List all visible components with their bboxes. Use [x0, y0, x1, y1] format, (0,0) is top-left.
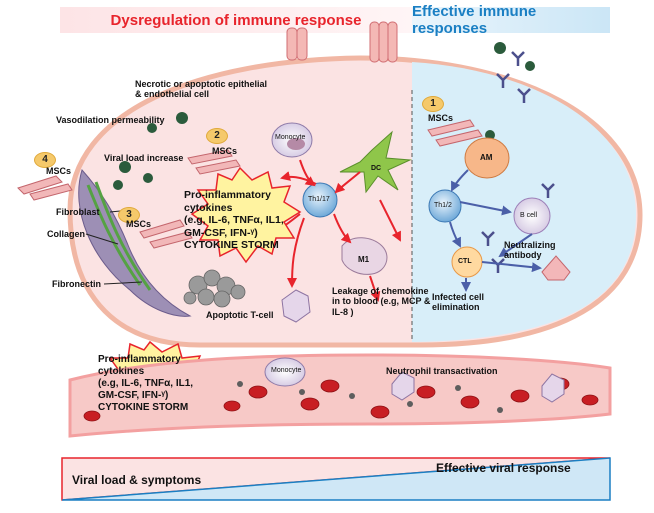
- label-dc: DC: [371, 165, 382, 172]
- label-neutralizing: Neutralizing antibody: [504, 240, 556, 261]
- label-m1: M1: [358, 255, 370, 264]
- msc-badge-4: 4: [34, 152, 56, 168]
- msc-label-2: MSCs: [212, 146, 238, 156]
- msc-label-1: MSCs: [428, 113, 454, 123]
- storm-vessel-line4: GM-CSF, IFN-ᵞ): [98, 390, 169, 401]
- label-vasodilation: Vasodilation permeability: [56, 115, 165, 125]
- label-th1-2: Th1/2: [434, 202, 452, 209]
- collagen-pointer: [85, 233, 119, 245]
- virus-particles: [113, 42, 535, 190]
- storm-vessel-line3: (e.g, IL-6, TNFα, IL1,: [98, 378, 194, 389]
- bottom-label-right: Effective viral response: [436, 461, 571, 475]
- msc-cell-1: [427, 119, 483, 147]
- storm-tissue-line2: cytokines: [184, 201, 233, 214]
- platelets: [237, 381, 503, 413]
- storm-tissue-text: Pro-inflammatory cytokines (e.g, IL-6, T…: [184, 189, 284, 252]
- header-left: Dysregulation of immune response: [110, 11, 362, 29]
- msc-badge-2: 2: [206, 128, 228, 144]
- label-apoptotic-tcell: Apoptotic T-cell: [206, 310, 274, 320]
- label-monocyte-vessel: Monocyte: [271, 367, 302, 374]
- storm-tissue-line4: GM-CSF, IFN-ᵞ): [184, 226, 258, 239]
- label-b-cell: B cell: [520, 212, 538, 219]
- label-viral-load: Viral load increase: [104, 153, 184, 163]
- storm-vessel-text: Pro-inflammatory cytokines (e.g, IL-6, T…: [98, 354, 193, 414]
- neutrophil-cells: [391, 371, 565, 403]
- label-collagen: Collagen: [47, 229, 86, 239]
- label-infected-elimination: Infected cell elimination: [432, 292, 485, 313]
- infected-cells-lower: [281, 289, 311, 323]
- label-am: AM: [480, 153, 493, 162]
- label-neutrophil: Neutrophil transactivation: [386, 366, 498, 376]
- label-fibroblast: Fibroblast: [56, 207, 100, 217]
- header-left-bg: [60, 7, 412, 33]
- epithelial-cells-top: [286, 21, 398, 63]
- infected-cell-right: [541, 255, 571, 281]
- storm-tissue-line5: CYTOKINE STORM: [184, 239, 279, 252]
- header-right-bg: [412, 7, 610, 33]
- msc-cell-4: [17, 175, 73, 201]
- m1-macrophage: [341, 237, 388, 275]
- label-ctl: CTL: [458, 258, 472, 265]
- monocyte-nucleus: [287, 138, 305, 150]
- am-cell: [464, 137, 510, 179]
- red-blood-cells: [83, 377, 599, 422]
- msc-cell-2: [187, 149, 241, 175]
- label-monocyte: Monocyte: [275, 134, 306, 141]
- monocyte-vessel-cell: [264, 357, 306, 387]
- header-right: Effective immune responses: [412, 3, 537, 37]
- blood-vessel: [68, 353, 612, 438]
- msc-label-3: MSCs: [126, 219, 152, 229]
- bottom-triangle-right: [61, 457, 611, 501]
- storm-vessel-line1: Pro-inflammatory: [98, 354, 181, 365]
- storm-tissue-line1: Pro-inflammatory: [184, 189, 271, 201]
- msc-label-4: MSCs: [46, 166, 72, 176]
- msc-badge-3: 3: [118, 207, 140, 223]
- storm-tissue-line3: (e.g, IL-6, TNFα, IL1,: [184, 214, 284, 227]
- th1-2-cell: [428, 189, 462, 223]
- label-th1-17: Th1/17: [308, 196, 330, 203]
- effective-arrows: [449, 169, 542, 292]
- label-necrotic: Necrotic or apoptotic epithelial & endot…: [135, 79, 268, 100]
- apoptotic-tcell-cluster: [183, 269, 246, 308]
- msc-cell-3: [139, 219, 193, 249]
- dendritic-cell: [339, 130, 412, 194]
- collagen-fibers: [86, 181, 152, 291]
- label-leakage: Leakage of chemokine in to blood (e.g, M…: [332, 286, 431, 317]
- storm-vessel-line5: CYTOKINE STORM: [98, 402, 189, 413]
- cytokine-storm-burst-tissue: [190, 166, 302, 264]
- label-fibronectin: Fibronectin: [52, 279, 101, 289]
- fibronectin-pointer: [103, 281, 143, 285]
- msc-badge-1: 1: [422, 96, 444, 112]
- storm-vessel-line2: cytokines: [98, 366, 145, 377]
- th1-17-cell: [302, 182, 338, 218]
- bottom-label-left: Viral load & symptoms: [72, 473, 202, 487]
